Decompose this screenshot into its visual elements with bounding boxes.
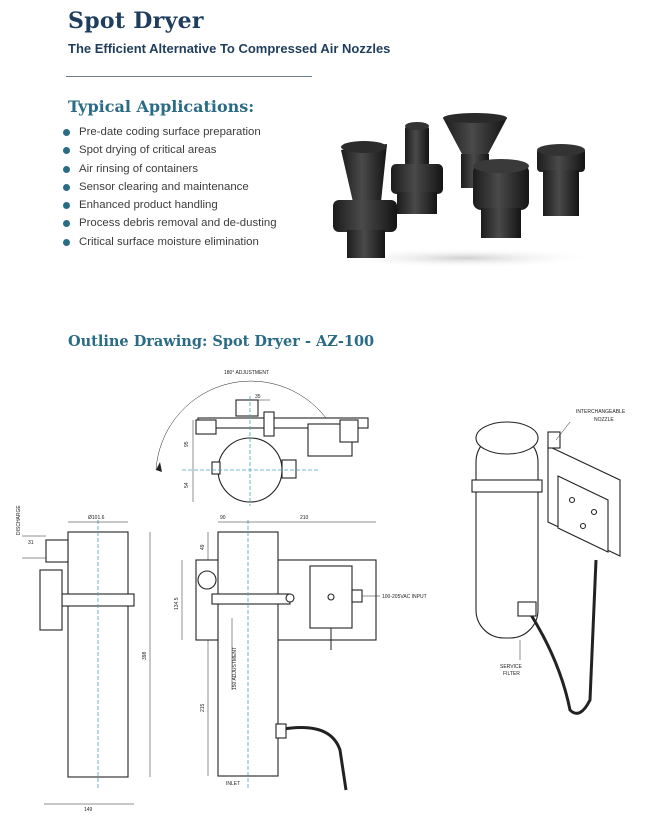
list-item: Sensor clearing and maintenance bbox=[62, 178, 277, 196]
drawing-heading: Outline Drawing: Spot Dryer - AZ-100 bbox=[68, 333, 375, 350]
dim-diameter: Ø101.6 bbox=[88, 515, 105, 521]
label-180-adjustment: 180° ADJUSTMENT bbox=[224, 370, 269, 376]
label-discharge: DISCHARGE bbox=[16, 505, 22, 535]
list-item: Process debris removal and de-dusting bbox=[62, 214, 277, 232]
front-view: 90 210 49 134.5 150 ADJUSTMENT 215 100-2… bbox=[174, 515, 427, 791]
dim-54: 54 bbox=[184, 482, 190, 488]
applications-heading: Typical Applications: bbox=[68, 97, 255, 116]
dim-398: 398 bbox=[142, 651, 148, 660]
dim-134: 134.5 bbox=[174, 597, 180, 610]
label-nozzle: NOZZLE bbox=[594, 417, 614, 423]
title-divider bbox=[66, 76, 312, 77]
list-item: Enhanced product handling bbox=[62, 196, 277, 214]
dim-210: 210 bbox=[300, 515, 309, 521]
applications-list: Pre-date coding surface preparation Spot… bbox=[62, 123, 277, 251]
nozzle-set-image bbox=[333, 113, 595, 268]
top-view: 180° ADJUSTMENT 35 95 54 bbox=[155, 370, 369, 506]
label-service: SERVICE bbox=[500, 664, 523, 670]
dim-35: 35 bbox=[255, 394, 261, 400]
dim-95: 95 bbox=[184, 441, 190, 447]
label-150-adjustment: 150 ADJUSTMENT bbox=[232, 647, 238, 690]
list-item: Air rinsing of containers bbox=[62, 160, 277, 178]
list-item: Pre-date coding surface preparation bbox=[62, 123, 277, 141]
side-view: Ø101.6 31 DISCHARGE 398 149 bbox=[16, 505, 151, 813]
dim-215: 215 bbox=[200, 703, 206, 712]
dim-149: 149 bbox=[84, 807, 93, 813]
page-subtitle: The Efficient Alternative To Compressed … bbox=[68, 41, 391, 56]
label-power-input: 100-205VAC INPUT bbox=[382, 594, 427, 600]
dim-90: 90 bbox=[220, 515, 226, 521]
list-item: Spot drying of critical areas bbox=[62, 141, 277, 159]
label-interchangeable: INTERCHANGEABLE bbox=[576, 409, 626, 415]
outline-drawing: 180° ADJUSTMENT 35 95 54 Ø101.6 31 DISCH… bbox=[16, 370, 626, 813]
label-filter: FILTER bbox=[503, 671, 520, 677]
page-title: Spot Dryer bbox=[68, 8, 204, 34]
dim-31: 31 bbox=[28, 540, 34, 546]
list-item: Critical surface moisture elimination bbox=[62, 233, 277, 251]
iso-view: INTERCHANGEABLE NOZZLE SERVICE FILTER bbox=[471, 409, 626, 715]
dim-49: 49 bbox=[200, 544, 206, 550]
label-inlet: INLET bbox=[226, 781, 240, 787]
